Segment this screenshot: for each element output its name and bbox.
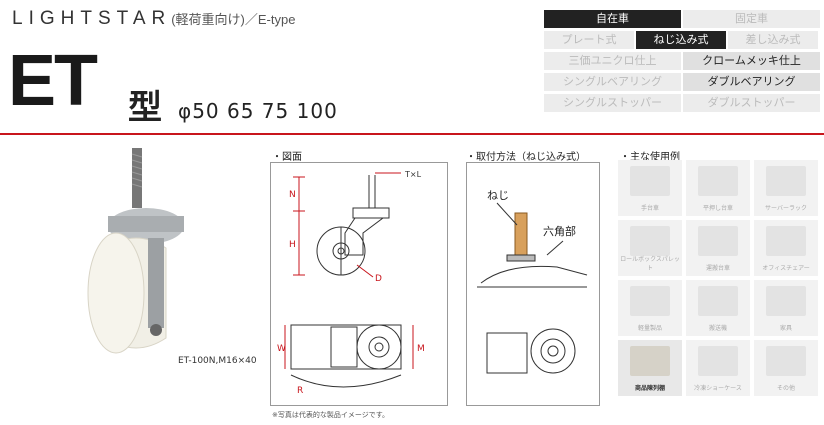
spec-row-bearing: シングルベアリング ダブルベアリング xyxy=(544,73,820,91)
use-display-shelf: 商品陳列棚 xyxy=(618,340,682,396)
use-conveyor: 搬送機 xyxy=(686,280,750,336)
label-rokkaku: 六角部 xyxy=(543,224,576,238)
spec-double-stopper: ダブルストッパー xyxy=(683,94,820,112)
brand-subtitle: (軽荷重向け)／E-type xyxy=(171,12,296,27)
spec-double-bearing: ダブルベアリング xyxy=(683,73,820,91)
spec-single-bearing: シングルベアリング xyxy=(544,73,681,91)
dim-r: R xyxy=(297,386,303,396)
dimension-drawing: N H D T×L W M R xyxy=(277,170,425,396)
spec-row-finish: 三価ユニクロ仕上 クロームメッキ仕上 xyxy=(544,52,820,70)
spec-insert: 差し込み式 xyxy=(728,31,818,49)
dim-h: H xyxy=(289,240,296,250)
spec-plate: プレート式 xyxy=(544,31,634,49)
spec-row-type: 自在車 固定車 xyxy=(544,10,820,28)
use-light-product: 軽量製品 xyxy=(618,280,682,336)
mount-box: ねじ 六角部 xyxy=(466,162,600,406)
dim-n: N xyxy=(289,190,296,200)
dim-txl: T×L xyxy=(404,170,422,179)
spec-chrome: クロームメッキ仕上 xyxy=(683,52,820,70)
label-neji: ねじ xyxy=(487,189,509,202)
use-server-rack: サーバーラック xyxy=(754,160,818,216)
divider-line xyxy=(0,133,824,135)
brand-title: LIGHTSTAR(軽荷重向け)／E-type xyxy=(12,8,296,29)
spec-unichrome: 三価ユニクロ仕上 xyxy=(544,52,681,70)
spec-single-stopper: シングルストッパー xyxy=(544,94,681,112)
mount-title: ・取付方法（ねじ込み式） xyxy=(466,152,586,163)
product-caption: ET-100N,M16×40 xyxy=(178,356,257,366)
dim-d: D xyxy=(375,274,382,284)
mount-drawing: ねじ 六角部 xyxy=(477,189,588,374)
spec-rigid: 固定車 xyxy=(683,10,820,28)
spec-row-stopper: シングルストッパー ダブルストッパー xyxy=(544,94,820,112)
spec-screw: ねじ込み式 xyxy=(636,31,726,49)
use-platform-truck: 平押し台車 xyxy=(686,160,750,216)
spec-grid: 自在車 固定車 プレート式 ねじ込み式 差し込み式 三価ユニクロ仕上 クロームメ… xyxy=(544,10,820,115)
uses-title: ・主な使用例 xyxy=(620,152,680,163)
use-roll-box: ロールボックスパレット xyxy=(618,220,682,276)
use-office-chair: オフィスチェアー xyxy=(754,220,818,276)
photo-note: ※写真は代表的な製品イメージです。 xyxy=(272,411,390,419)
size-list: φ50 65 75 100 xyxy=(178,99,338,123)
model-name: ET xyxy=(8,41,98,121)
drawing-box: N H D T×L W M R xyxy=(270,162,448,406)
use-hand-truck: 手台車 xyxy=(618,160,682,216)
spec-swivel: 自在車 xyxy=(544,10,681,28)
caster-image xyxy=(87,148,184,354)
use-other: その他 xyxy=(754,340,818,396)
dim-w: W xyxy=(277,344,286,354)
dim-m: M xyxy=(417,344,425,354)
use-transport-cart: 運搬台車 xyxy=(686,220,750,276)
use-freezer-case: 冷凍ショーケース xyxy=(686,340,750,396)
spec-row-mount: プレート式 ねじ込み式 差し込み式 xyxy=(544,31,820,49)
drawing-title: ・図面 xyxy=(272,152,302,163)
model-kata: 型 xyxy=(128,88,162,128)
use-furniture: 家具 xyxy=(754,280,818,336)
